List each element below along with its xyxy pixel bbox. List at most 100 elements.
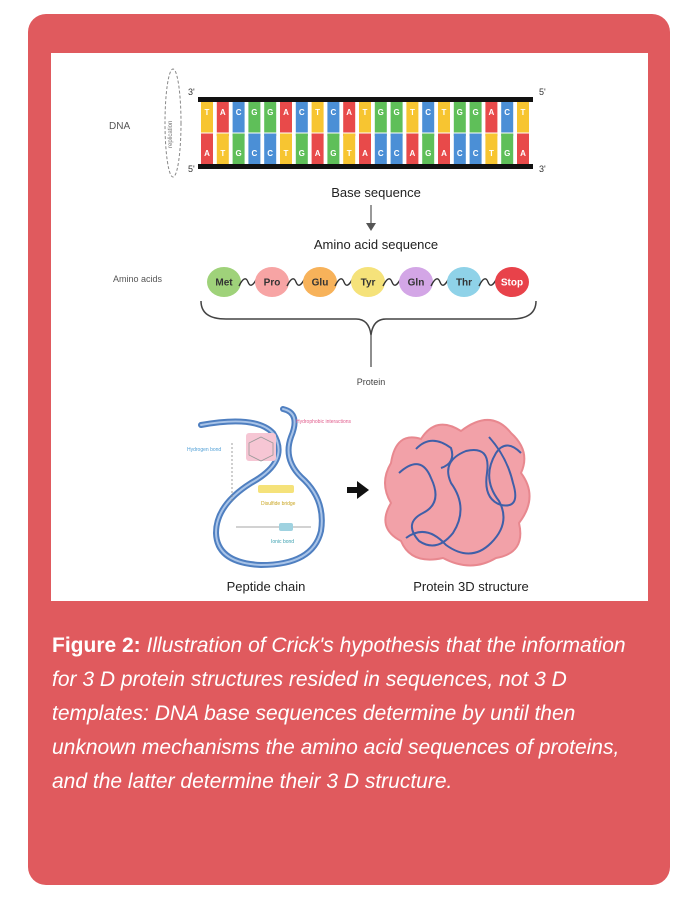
top-base-9 — [343, 102, 356, 136]
bottom-base-10 — [359, 133, 371, 164]
bottom-base-letter-15: A — [441, 149, 447, 158]
amino-acid-thr — [447, 267, 481, 297]
top-base-7 — [311, 102, 324, 136]
bottom-base-11 — [374, 133, 387, 164]
bottom-base-letter-11: C — [378, 149, 384, 158]
top-base-letter-5: A — [283, 108, 289, 117]
bottom-base-12 — [390, 133, 403, 164]
top-base-letter-12: G — [393, 108, 399, 117]
bottom-base-16 — [453, 133, 466, 164]
bottom-base-letter-9: T — [347, 149, 352, 158]
top-base-0 — [201, 102, 213, 136]
amino-acid-pro — [255, 267, 289, 297]
top-base-letter-20: T — [521, 108, 526, 117]
top-base-letter-10: T — [363, 108, 368, 117]
peptide-bond-4 — [382, 277, 402, 287]
protein-3d-illustration — [384, 419, 531, 567]
top-base-letter-19: C — [504, 108, 510, 117]
bottom-base-letter-0: A — [204, 149, 210, 158]
replication-loop — [164, 68, 182, 178]
amino-acids-label: Amino acids — [113, 274, 163, 284]
protein-brace — [200, 300, 537, 336]
top-base-8 — [327, 102, 340, 136]
peptide-bond-2 — [286, 277, 306, 287]
strand-end-3-top: 3' — [188, 87, 195, 97]
bottom-base-letter-16: C — [457, 149, 463, 158]
bottom-base-3 — [248, 133, 261, 164]
top-base-letter-17: G — [472, 108, 478, 117]
bottom-base-6 — [295, 133, 308, 164]
caption-text: Illustration of Crick's hypothesis that … — [52, 634, 626, 793]
amino-acid-label-pro: Pro — [264, 278, 281, 289]
top-base-letter-11: G — [378, 108, 384, 117]
bottom-base-letter-7: A — [315, 149, 321, 158]
amino-acid-glu — [303, 267, 337, 297]
top-base-letter-2: C — [236, 108, 242, 117]
bottom-base-13 — [406, 133, 419, 164]
bottom-base-letter-18: T — [489, 149, 494, 158]
top-base-2 — [232, 102, 245, 136]
bottom-base-letter-3: C — [252, 149, 258, 158]
top-base-letter-4: G — [267, 108, 273, 117]
amino-acid-stop — [495, 267, 529, 297]
amino-acid-met — [207, 267, 241, 297]
bottom-base-4 — [264, 133, 277, 164]
top-base-15 — [438, 102, 450, 136]
ring-shape — [248, 436, 274, 462]
protein-coil-3 — [415, 439, 454, 469]
protein-3d-structure-label: Protein 3D structure — [413, 579, 529, 594]
top-base-letter-9: A — [346, 108, 352, 117]
bottom-base-7 — [311, 133, 324, 164]
protein-coil-1 — [398, 436, 517, 547]
bottom-base-1 — [216, 133, 229, 164]
top-base-17 — [469, 102, 482, 136]
amino-acid-label-tyr: Tyr — [361, 278, 376, 289]
top-base-letter-15: T — [442, 108, 447, 117]
crick-hypothesis-diagram: DNA replication 3' 5' 5' 3' TAATCGGCGCAT… — [109, 68, 546, 594]
ionic-label: Ionic bond — [271, 539, 294, 545]
amino-acid-label-met: Met — [215, 278, 233, 289]
protein-label: Protein — [357, 377, 386, 387]
hydrogen-bond-label: Hydrogen bond — [187, 447, 221, 453]
top-base-12 — [390, 102, 403, 136]
arrow-head-1 — [366, 223, 376, 231]
top-base-13 — [406, 102, 419, 136]
peptide-chain-label: Peptide chain — [227, 579, 306, 594]
top-base-letter-14: C — [425, 108, 431, 117]
top-base-letter-16: G — [457, 108, 463, 117]
hydrophobic-label: Hydrophobic interactions — [296, 419, 352, 425]
bottom-base-letter-4: C — [267, 149, 273, 158]
bottom-base-letter-12: C — [394, 149, 400, 158]
bottom-base-2 — [232, 133, 245, 164]
hydrophobic-box — [246, 433, 276, 461]
top-base-10 — [359, 102, 371, 136]
top-base-letter-8: C — [331, 108, 337, 117]
caption-figure-number: Figure 2: — [52, 634, 141, 657]
dna-base-pairs: TAATCGGCGCATCGTACGATTAGCGCTACGTAGCGCATCG… — [201, 102, 533, 164]
strand-end-5-top: 5' — [539, 87, 546, 97]
top-base-letter-18: A — [489, 108, 495, 117]
base-sequence-label: Base sequence — [331, 185, 421, 200]
replication-label: replication — [168, 121, 174, 148]
right-arrow-shaft — [347, 487, 359, 493]
top-base-1 — [216, 102, 229, 136]
strand-end-3-bottom: 3' — [539, 164, 546, 174]
bottom-base-letter-1: T — [220, 149, 225, 158]
amino-acid-label-glu: Glu — [312, 278, 329, 289]
bottom-base-9 — [343, 133, 356, 164]
ionic-box — [279, 523, 293, 531]
peptide-bond-5 — [430, 277, 450, 287]
top-base-letter-7: T — [315, 108, 320, 117]
amino-acid-sequence-label: Amino acid sequence — [314, 237, 438, 252]
bottom-base-17 — [469, 133, 482, 164]
bottom-base-letter-6: G — [299, 149, 305, 158]
top-base-20 — [517, 102, 529, 136]
top-base-letter-6: C — [299, 108, 305, 117]
dna-top-backbone — [198, 97, 533, 102]
bottom-base-18 — [485, 133, 498, 164]
protein-coil-2 — [405, 444, 522, 555]
peptide-bond-6 — [478, 277, 498, 287]
